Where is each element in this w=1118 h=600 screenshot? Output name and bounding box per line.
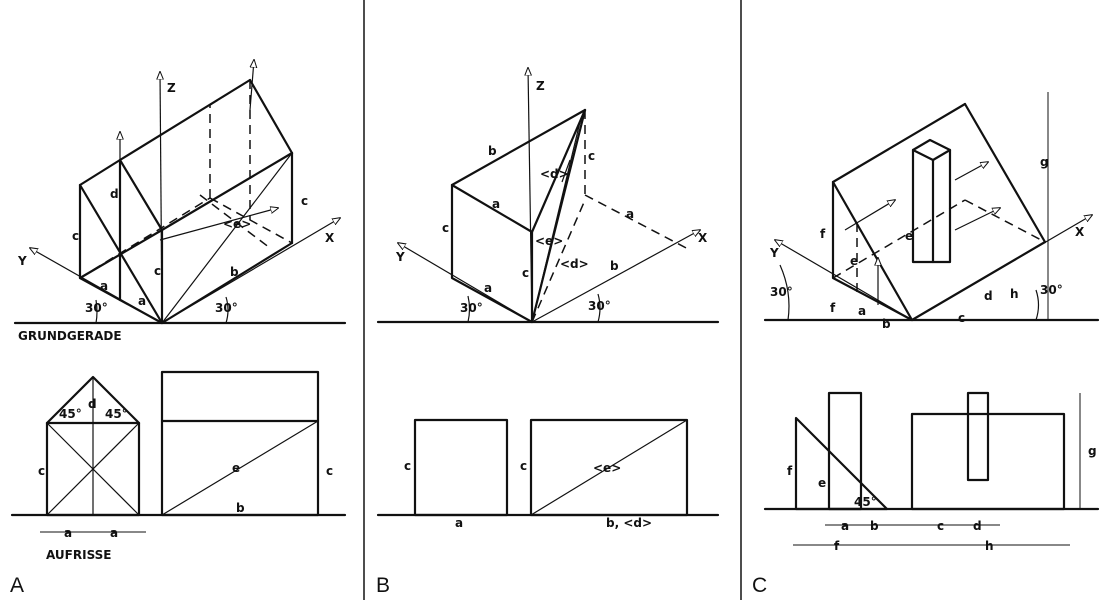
elevation-end-a xyxy=(45,375,141,517)
label-x-a: X xyxy=(325,231,335,245)
arrow-2-c xyxy=(844,200,895,231)
label-x-c: X xyxy=(1075,225,1085,239)
panel-b: Z X Y c c c b a a a b <d> <e> <d> 30° 30… xyxy=(376,68,720,597)
panel-c: Y X f e e g h f a b c d 30° 30° f e 45° … xyxy=(752,92,1100,597)
label-g-c: g xyxy=(1040,155,1049,169)
chimney-c xyxy=(911,138,952,264)
label-e-elev-c: e xyxy=(818,476,826,490)
label-a-c: a xyxy=(858,304,866,318)
label-c-elev-b: c xyxy=(404,459,411,473)
label-d-c: d xyxy=(984,289,993,303)
house-prism-a xyxy=(78,78,294,325)
label-45-c: 45° xyxy=(854,495,877,509)
label-b-elev-a: b xyxy=(236,501,245,515)
label-c-side-a: c xyxy=(326,464,333,478)
panel-caption-c: C xyxy=(752,574,767,597)
label-c2-a: c xyxy=(154,264,161,278)
label-30-right-b: 30° xyxy=(588,299,611,313)
label-c-c: c xyxy=(958,311,965,325)
label-b2-b: b xyxy=(610,259,619,273)
angle-arc-left-c xyxy=(779,264,790,321)
label-y-c: Y xyxy=(769,246,779,260)
label-30-left-b: 30° xyxy=(460,301,483,315)
label-f-c: f xyxy=(820,227,826,241)
elevation-end-b xyxy=(413,418,509,517)
label-c3-a: c xyxy=(301,194,308,208)
label-a1-a: a xyxy=(100,279,108,293)
label-h-elev-c: h xyxy=(985,539,994,553)
label-c3-b: c xyxy=(588,149,595,163)
label-c1-a: c xyxy=(72,229,79,243)
label-c-elev-c: c xyxy=(937,519,944,533)
label-f2-elev-c: f xyxy=(834,539,840,553)
label-e-a: <e> xyxy=(223,217,251,231)
label-30-left-a: 30° xyxy=(85,301,108,315)
label-30-right-a: 30° xyxy=(215,301,238,315)
label-z-b: Z xyxy=(536,79,545,93)
label-d2-b: <d> xyxy=(560,257,589,271)
angle-arc-left-b xyxy=(467,295,471,323)
label-e-elev-a: e xyxy=(232,461,240,475)
label-b1-b: b xyxy=(488,144,497,158)
ridge-arrow-far-a xyxy=(250,60,254,111)
label-a2-elev-a: a xyxy=(110,526,118,540)
diag-arrow-a xyxy=(159,208,278,241)
label-c1-b: c xyxy=(442,221,449,235)
label-45-right-a: 45° xyxy=(105,407,128,421)
label-grundgerade: GRUNDGERADE xyxy=(18,329,122,343)
angle-arc-right-c xyxy=(1035,289,1040,321)
label-z-a: Z xyxy=(167,81,176,95)
panel-caption-a: A xyxy=(10,574,24,597)
wedge-prism-c xyxy=(831,102,1047,322)
label-a-elev-c: a xyxy=(841,519,849,533)
label-h-c: h xyxy=(1010,287,1019,301)
elevation-chimney-end-c xyxy=(827,391,863,511)
label-d1-b: <d> xyxy=(540,167,569,181)
arrow-3-c xyxy=(954,208,1000,231)
panel-caption-b: B xyxy=(376,574,390,597)
arrow-4-c xyxy=(954,162,988,181)
panel-a: Z X Y c d c c a a b <e> 30° 30° GRUNDGER… xyxy=(10,60,347,597)
label-f2-c: f xyxy=(830,301,836,315)
label-a2-a: a xyxy=(138,294,146,308)
label-b-elev-c: b xyxy=(870,519,879,533)
label-x-b: X xyxy=(698,231,708,245)
label-30-right-c: 30° xyxy=(1040,283,1063,297)
label-e-b: <e> xyxy=(535,234,563,248)
label-a-elev-b: a xyxy=(455,516,463,530)
label-y-b: Y xyxy=(395,250,405,264)
axis-x-b xyxy=(531,230,700,323)
label-aufrisse: AUFRISSE xyxy=(46,548,112,562)
angle-arc-right-a xyxy=(225,296,229,324)
elevation-side-b xyxy=(529,418,689,517)
label-c-side-b: c xyxy=(520,459,527,473)
label-b-a: b xyxy=(230,265,239,279)
elevation-side-a xyxy=(160,370,320,517)
label-d-a: d xyxy=(110,187,119,201)
label-a3-b: a xyxy=(626,207,634,221)
label-y-a: Y xyxy=(17,254,27,268)
label-a1-elev-a: a xyxy=(64,526,72,540)
angle-arc-right-b xyxy=(597,293,601,323)
elevation-chimney-side-c xyxy=(966,391,990,482)
label-30-left-c: 30° xyxy=(770,285,793,299)
label-bd-elev-b: b, <d> xyxy=(606,516,652,530)
label-45-left-a: 45° xyxy=(59,407,82,421)
label-g-elev-c: g xyxy=(1088,444,1097,458)
label-b-c: b xyxy=(882,317,891,331)
label-e-elev-b: <e> xyxy=(593,461,621,475)
angle-arc-left-a xyxy=(95,299,98,324)
label-d-elev-c: d xyxy=(973,519,982,533)
label-c2-b: c xyxy=(522,266,529,280)
label-a2-b: a xyxy=(484,281,492,295)
label-e2-c: e xyxy=(905,229,913,243)
label-f-elev-c: f xyxy=(787,464,793,478)
label-c-elev-a: c xyxy=(38,464,45,478)
label-a1-b: a xyxy=(492,197,500,211)
label-e1-c: e xyxy=(850,254,858,268)
wedge-prism-b xyxy=(450,108,691,324)
label-d-elev-a: d xyxy=(88,397,97,411)
